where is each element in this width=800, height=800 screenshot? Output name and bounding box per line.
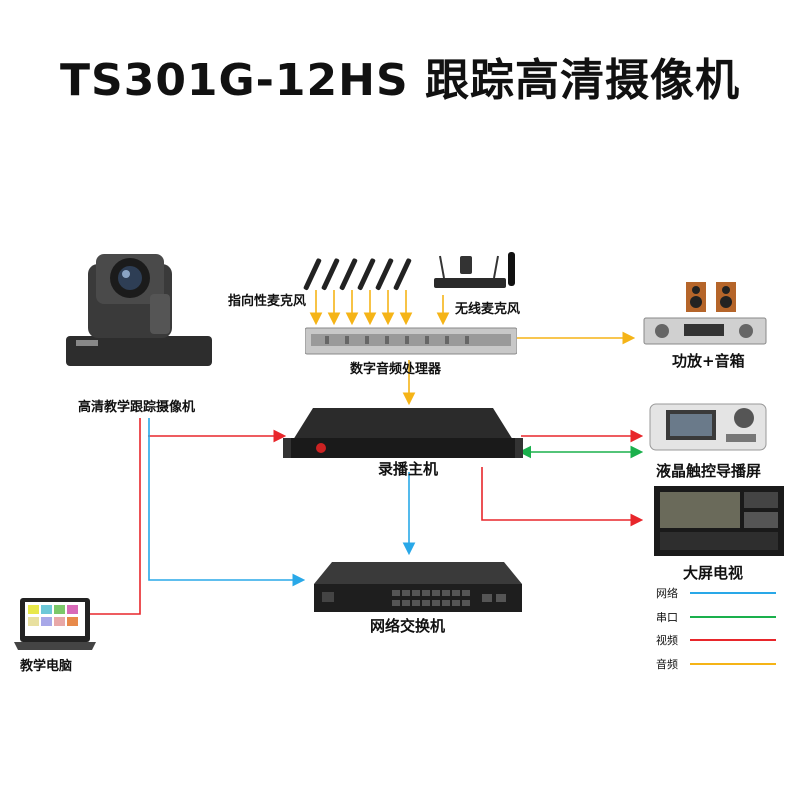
label-touch-console: 液晶触控导播屏 [656, 460, 761, 481]
wireless-mic-image [432, 248, 522, 293]
network-switch-image [312, 560, 524, 614]
legend-lines [690, 593, 776, 664]
label-directional-mic: 指向性麦克风 [228, 290, 306, 309]
legend-network: 网络 [656, 585, 678, 601]
label-audio-processor: 数字音频处理器 [350, 358, 441, 377]
label-wireless-mic: 无线麦克风 [455, 298, 520, 317]
touch-console-image [648, 398, 768, 454]
audio-processor-image [305, 324, 517, 358]
legend-serial: 串口 [656, 609, 678, 625]
directional-mics-image [300, 255, 420, 295]
teaching-pc-image [14, 596, 96, 652]
label-recorder: 录播主机 [378, 458, 438, 479]
label-big-screen: 大屏电视 [683, 562, 743, 583]
amplifier-speakers-image [640, 280, 770, 348]
label-amplifier: 功放+音箱 [672, 350, 745, 371]
legend-audio: 音频 [656, 656, 678, 672]
legend-video: 视频 [656, 632, 678, 648]
tracking-camera-image [58, 244, 218, 374]
label-network-switch: 网络交换机 [370, 615, 445, 636]
recorder-host-image [283, 404, 523, 464]
big-screen-image [654, 486, 784, 556]
label-camera: 高清教学跟踪摄像机 [78, 396, 195, 415]
label-teaching-pc: 教学电脑 [20, 655, 72, 674]
